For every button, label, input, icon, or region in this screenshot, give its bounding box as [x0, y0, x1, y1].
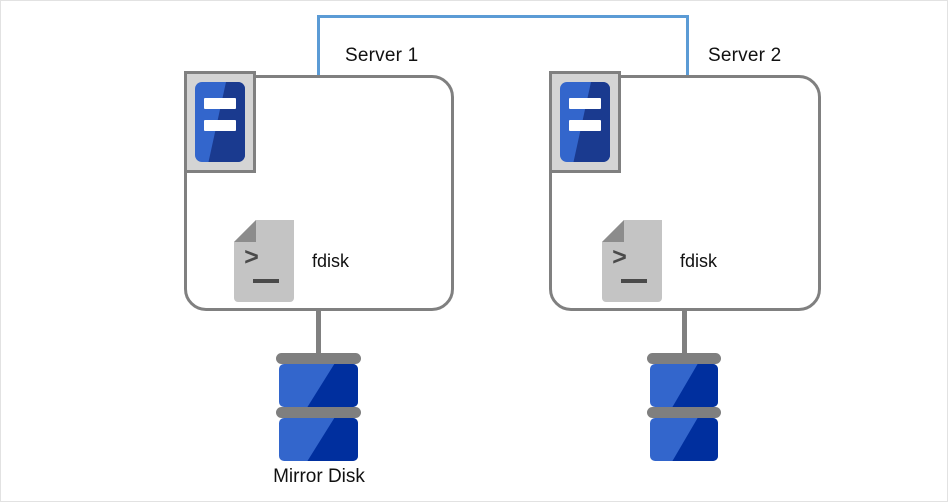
interconnect-line-right [686, 15, 689, 77]
script-document-icon-fold [602, 220, 624, 242]
server-2-disk-link [682, 311, 687, 355]
disk-stack-icon-platter-2-shade [672, 418, 718, 461]
server-rack-icon-body [560, 82, 610, 162]
disk-stack-icon-cap-1 [647, 353, 721, 364]
server-rack-icon-body [195, 82, 245, 162]
script-document-icon-prompt: > [244, 244, 260, 273]
script-document-icon-prompt: > [612, 244, 628, 273]
disk-stack-icon-cap-2 [647, 407, 721, 418]
interconnect-line-left [317, 15, 320, 77]
disk-stack-icon-platter-1-shade [672, 364, 718, 407]
server-2-label: Server 2 [708, 45, 782, 66]
server-rack-icon-bar-1 [204, 98, 236, 109]
disk-stack-icon-platter-2 [279, 418, 358, 461]
server-rack-icon-bar-2 [204, 120, 236, 131]
script-document-icon-body [602, 220, 662, 302]
script-document-icon: > [234, 220, 294, 302]
script-document-icon: > [602, 220, 662, 302]
server-rack-icon-bar-1 [569, 98, 601, 109]
script-document-icon-cursor [621, 279, 647, 283]
server-2-fdisk-label: fdisk [680, 251, 718, 271]
script-document-icon-body [234, 220, 294, 302]
server-rack-icon [549, 71, 621, 173]
disk-stack-icon-platter-2 [650, 418, 718, 461]
interconnect-line-top [317, 15, 689, 18]
script-document-icon-cursor [253, 279, 279, 283]
disk-stack-icon-platter-1 [650, 364, 718, 407]
disk-stack-icon-cap-1 [276, 353, 361, 364]
server-1-label: Server 1 [345, 45, 419, 66]
server-rack-icon [184, 71, 256, 173]
server-1-fdisk-label: fdisk [312, 251, 350, 271]
mirror-disk-label: Mirror Disk [273, 466, 365, 487]
server-rack-icon-bar-2 [569, 120, 601, 131]
disk-stack-icon-platter-1-shade [307, 364, 358, 407]
disk-stack-icon-platter-2-shade [307, 418, 358, 461]
script-document-icon-fold [234, 220, 256, 242]
server-1-disk-link [316, 311, 321, 355]
disk-stack-icon-platter-1 [279, 364, 358, 407]
disk-stack-icon-cap-2 [276, 407, 361, 418]
